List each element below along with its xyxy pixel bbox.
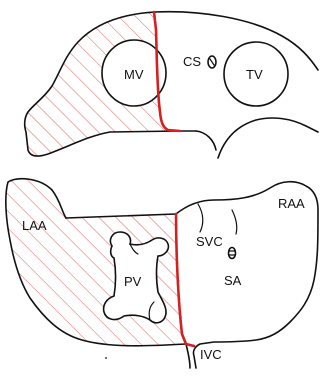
laa-label: LAA bbox=[22, 218, 47, 233]
top-ra-inner-curve bbox=[196, 131, 216, 150]
top-panel: MV CS TV bbox=[25, 12, 318, 158]
svc-inner-curve-2 bbox=[232, 210, 237, 234]
mv-label: MV bbox=[124, 67, 144, 82]
ivc-left-edge bbox=[186, 344, 190, 368]
tv-label: TV bbox=[246, 67, 263, 82]
sa-label: SA bbox=[224, 273, 242, 288]
svc-label: SVC bbox=[196, 234, 223, 249]
svc-inner-curve bbox=[198, 204, 203, 232]
bottom-dot-marker bbox=[105, 357, 107, 359]
bottom-panel: LAA RAA PV SVC SA IVC bbox=[6, 179, 318, 368]
cs-label: CS bbox=[183, 54, 201, 69]
ivc-label: IVC bbox=[200, 347, 222, 362]
sinoatrial-node-icon bbox=[229, 248, 236, 259]
top-ra-curve bbox=[218, 118, 318, 158]
pv-label: PV bbox=[124, 274, 142, 289]
raa-label: RAA bbox=[278, 196, 305, 211]
